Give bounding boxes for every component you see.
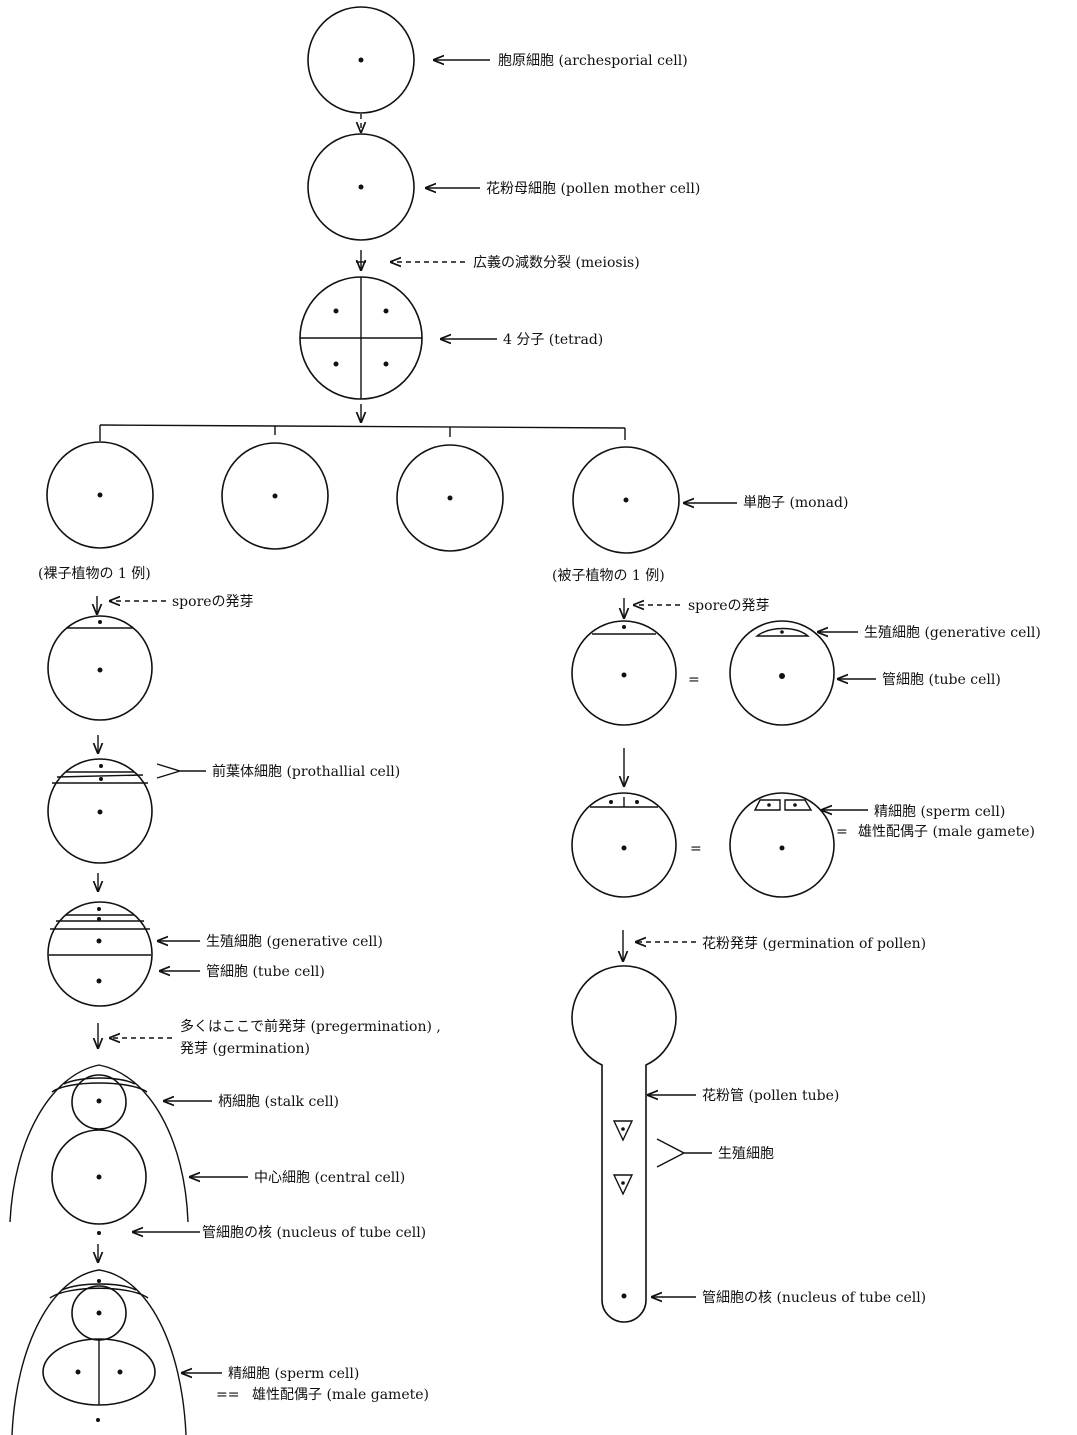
label-generative-left: 生殖細胞 (generative cell) [206,933,383,950]
monad-cells [46,441,680,554]
label-tube-right: 管細胞 (tube cell) [882,672,1001,688]
label-generative-tube: 生殖細胞 [718,1145,774,1162]
gymno-stage-3 [47,901,153,1007]
label-sperm-left: 精細胞 (sperm cell) [228,1366,359,1382]
angio-stage-1b [729,620,835,726]
label-tube-left: 管細胞 (tube cell) [206,964,325,980]
label-generative-right: 生殖細胞 (generative cell) [864,624,1041,641]
label-spore-germ-right: sporeの発芽 [688,598,770,614]
label-meiosis: 広義の減数分裂 (meiosis) [473,254,640,271]
label-pollen-germination: 花粉発芽 (germination of pollen) [702,936,926,952]
gymno-stage-1 [47,615,153,721]
label-pregermination: 多くはここで前発芽 (pregermination) , [180,1018,441,1035]
archesporial-cell [307,6,415,114]
angio-stage-2b [729,792,835,898]
label-monad: 単胞子 (monad) [743,495,848,511]
label-nucleus-tube-left: 管細胞の核 (nucleus of tube cell) [202,1225,426,1241]
label-spore-germ-left: sporeの発芽 [172,594,254,610]
eq-symbol-left: == [216,1387,239,1403]
branch-bracket [99,424,626,441]
angiosperm-title: (被子植物の 1 例) [552,568,665,584]
label-stalk: 柄細胞 (stalk cell) [218,1094,339,1110]
gymno-stage-2 [47,758,153,864]
label-sperm-right: 精細胞 (sperm cell) [874,804,1005,820]
label-pollen-mother: 花粉母細胞 (pollen mother cell) [486,181,700,197]
gymno-pollen-tube-1 [9,1064,189,1235]
gymno-pollen-tube-2 [11,1269,187,1435]
label-germination: 発芽 (germination) [180,1041,310,1057]
label-nucleus-tube-right: 管細胞の核 (nucleus of tube cell) [702,1290,926,1306]
label-pollen-tube: 花粉管 (pollen tube) [702,1088,839,1104]
label-prothallial: 前葉体細胞 (prothallial cell) [212,763,400,780]
eq-symbol-right: = [836,824,848,840]
angio-stage-2a [571,792,677,898]
label-male-gamete-right: 雄性配偶子 (male gamete) [858,824,1035,840]
angio-pollen-tube [571,965,677,1323]
label-central: 中心細胞 (central cell) [254,1170,405,1186]
angio-stage-1a [571,620,677,726]
pollen-mother-cell [307,133,415,241]
generative-tube-pointer [656,1138,712,1168]
equals-2: = [690,841,702,857]
prothallial-pointer [156,763,206,779]
equals-1: = [688,672,700,688]
tetrad-cell [299,276,423,400]
label-tetrad: 4 分子 (tetrad) [503,332,603,348]
gymnosperm-title: (裸子植物の 1 例) [38,566,151,582]
label-archesporial: 胞原細胞 (archesporial cell) [498,53,688,69]
label-male-gamete-left: 雄性配偶子 (male gamete) [252,1387,429,1403]
